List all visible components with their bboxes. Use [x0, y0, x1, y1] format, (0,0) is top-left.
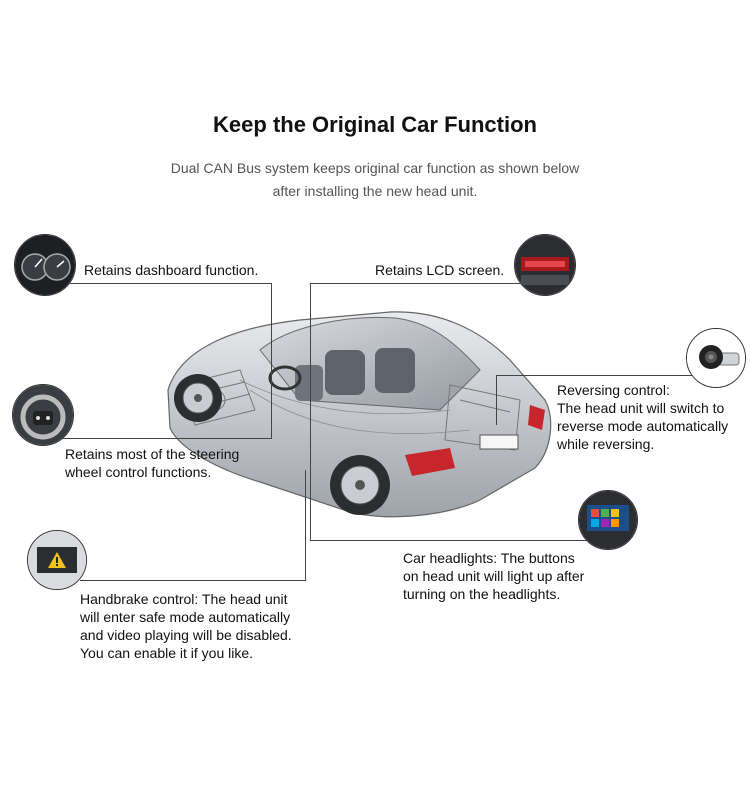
page-subtitle: Dual CAN Bus system keeps original car f…	[0, 157, 750, 203]
reverse-camera-icon	[686, 328, 746, 388]
headlights-line-1: Car headlights: The buttons	[403, 550, 575, 566]
steering-callout-text: Retains most of the steering wheel contr…	[65, 445, 239, 481]
subtitle-line-1: Dual CAN Bus system keeps original car f…	[170, 160, 580, 176]
headlights-callout-text: Car headlights: The buttons on head unit…	[403, 549, 584, 603]
car-illustration	[167, 311, 552, 518]
lcd-screen-icon	[514, 234, 576, 296]
reversing-connector-h	[496, 375, 696, 376]
steering-wheel-icon	[12, 384, 74, 446]
steering-line-2: wheel control functions.	[65, 464, 212, 480]
steering-line-1: Retains most of the steering	[65, 446, 240, 462]
subtitle-line-2: after installing the new head unit.	[272, 183, 478, 199]
dashboard-connector-v	[271, 283, 272, 438]
headlights-line-3: turning on the headlights.	[403, 586, 561, 602]
reversing-line-2: The head unit will switch to	[557, 400, 725, 416]
steering-connector-h	[62, 438, 272, 439]
handbrake-line-4: You can enable it if you like.	[80, 645, 254, 661]
reversing-connector-v	[496, 375, 497, 425]
handbrake-line-2: will enter safe mode automatically	[80, 609, 291, 625]
dashboard-callout-text: Retains dashboard function.	[84, 262, 259, 278]
lcd-callout-text: Retains LCD screen.	[375, 262, 505, 278]
reversing-line-1: Reversing control:	[557, 382, 670, 398]
headlights-line-2: on head unit will light up after	[403, 568, 585, 584]
reversing-callout-text: Reversing control: The head unit will sw…	[557, 381, 728, 453]
lcd-connector-h	[310, 283, 520, 284]
handbrake-line-3: and video playing will be disabled.	[80, 627, 292, 643]
page-title: Keep the Original Car Function	[213, 112, 537, 137]
reversing-line-4: while reversing.	[557, 436, 655, 452]
reversing-line-3: reverse mode automatically	[557, 418, 729, 434]
headlights-connector-h	[310, 540, 600, 541]
head-unit-icon	[578, 490, 638, 550]
lcd-connector-v	[310, 283, 311, 541]
handbrake-callout-text: Handbrake control: The head unit will en…	[80, 590, 292, 662]
handbrake-connector-h	[80, 580, 306, 581]
dashboard-connector-h	[70, 283, 272, 284]
handbrake-line-1: Handbrake control: The head unit	[80, 591, 288, 607]
dashboard-icon	[14, 234, 76, 296]
warning-screen-icon	[27, 530, 87, 590]
handbrake-connector-v	[305, 470, 306, 581]
